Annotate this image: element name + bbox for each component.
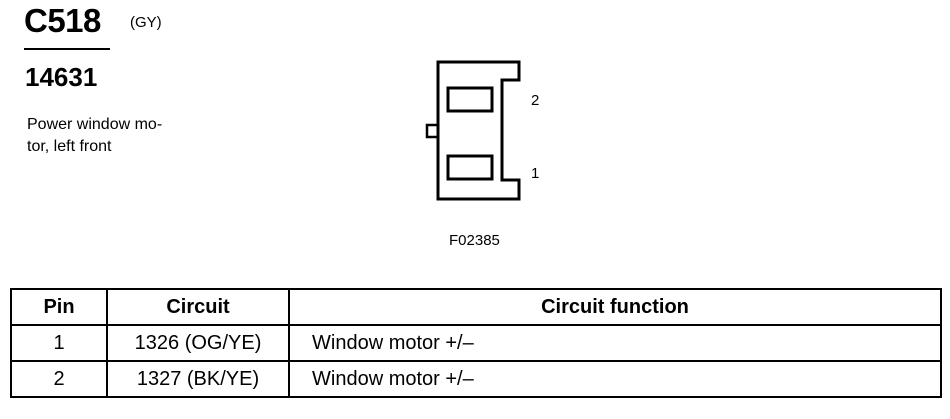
connector-housing: [436, 60, 521, 201]
terminal-cavity-2: [446, 86, 494, 113]
terminal-cavity-1: [446, 154, 494, 181]
pin-table: Pin Circuit Circuit function 1 1326 (OG/…: [10, 288, 942, 398]
connector-face-diagram: 2 1: [425, 60, 539, 201]
table-row: 1 1326 (OG/YE) Window motor +/–: [10, 324, 942, 362]
part-number: 14631: [25, 62, 98, 92]
circuit-cell: 1327 (BK/YE): [106, 360, 290, 398]
column-header-circuit-function: Circuit function: [288, 288, 942, 326]
connector-id: C518: [24, 2, 101, 39]
figure-id: F02385: [449, 232, 500, 249]
pin-label-1: 1: [531, 165, 539, 182]
column-header-pin: Pin: [10, 288, 108, 326]
pin-cell: 2: [10, 360, 108, 398]
column-header-circuit: Circuit: [106, 288, 290, 326]
description-line: tor, left front: [27, 138, 112, 155]
table-row: 2 1327 (BK/YE) Window motor +/–: [10, 360, 942, 398]
locking-tab: [425, 123, 440, 139]
pin-cell: 1: [10, 324, 108, 362]
connector-description: Power window mo- tor, left front: [27, 114, 192, 158]
circuit-cell: 1326 (OG/YE): [106, 324, 290, 362]
color-code: (GY): [130, 14, 162, 31]
function-cell: Window motor +/–: [288, 324, 942, 362]
table-header-row: Pin Circuit Circuit function: [10, 288, 942, 326]
pin-label-2: 2: [531, 92, 539, 109]
function-cell: Window motor +/–: [288, 360, 942, 398]
title-underline: [24, 48, 110, 50]
description-line: Power window mo-: [27, 116, 163, 133]
